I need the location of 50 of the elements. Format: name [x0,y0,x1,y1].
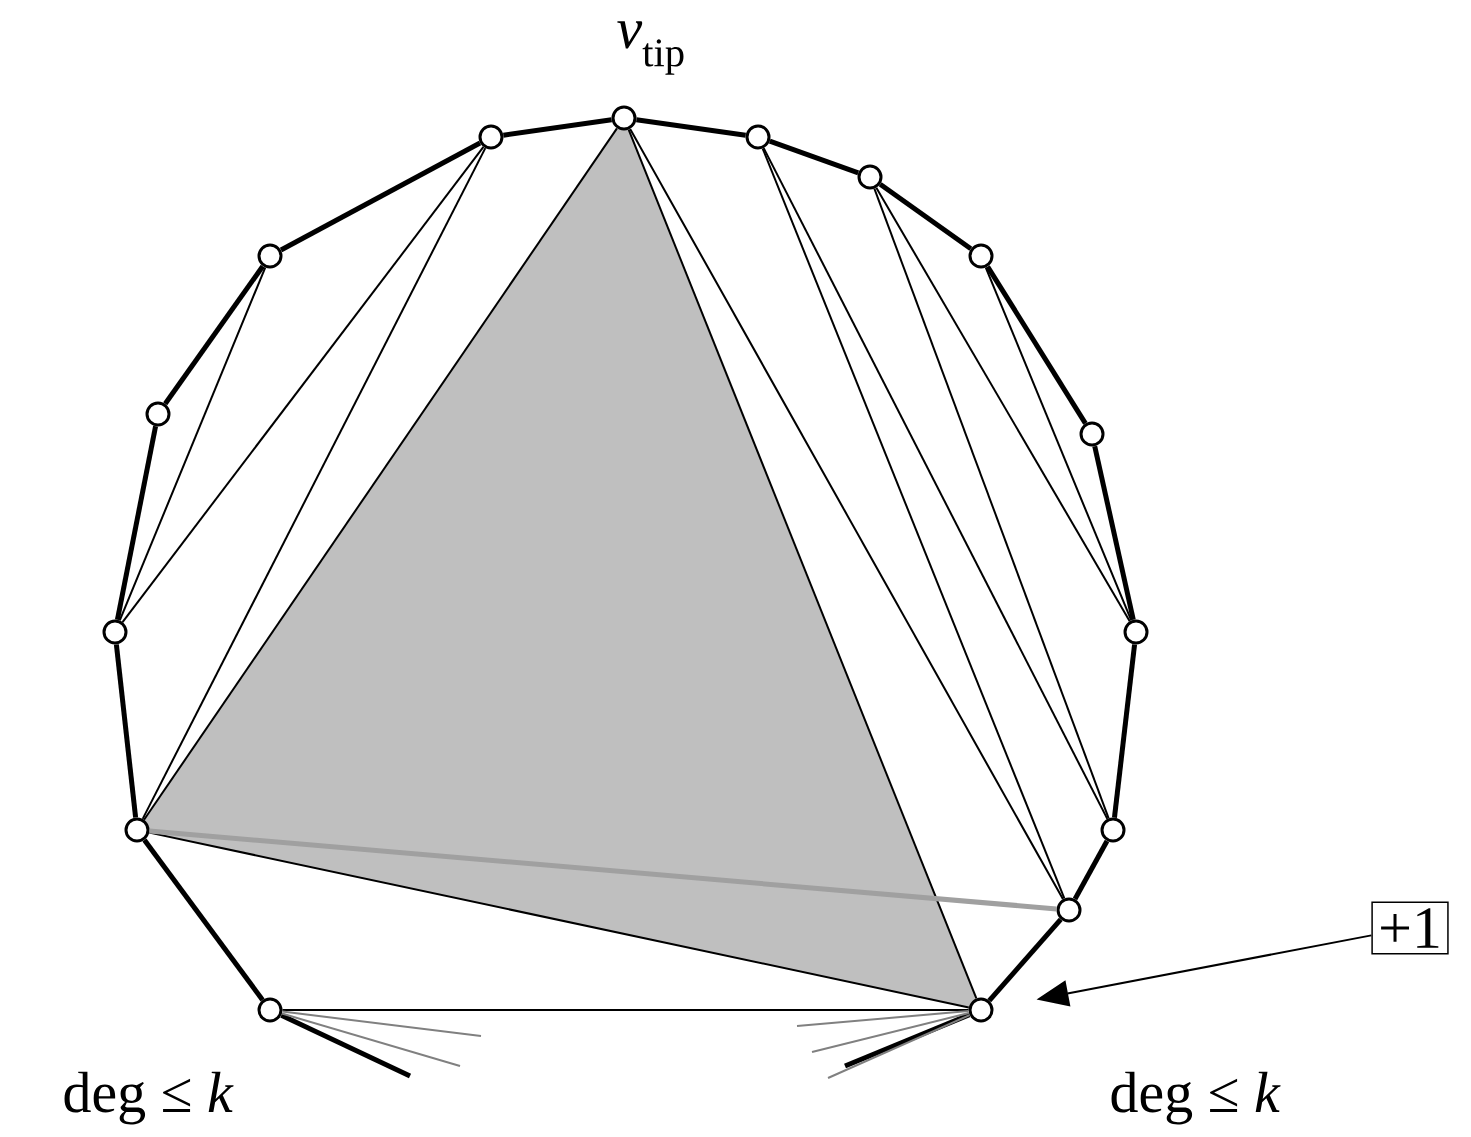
vertex-circle [968,243,994,269]
edge-line [796,1010,970,1027]
vertex-circle [1079,421,1105,447]
edge-line [827,1014,971,1079]
edge-line [503,117,612,138]
vertex-label: deg ≤ k [1111,1071,1281,1125]
edge-line [987,917,1063,1003]
vertex-circle [857,164,883,190]
edge-line [281,1010,482,1037]
edge-line [149,828,1057,912]
vertex-circle [145,401,171,427]
edge-line [279,140,482,253]
edge-line [768,138,860,176]
boxed-label: +1 [1371,901,1449,955]
edge-line [281,1009,970,1011]
edge-line [762,147,1109,820]
edge-line [281,1012,461,1067]
edge-line [636,117,746,138]
vertex-circle [1123,619,1149,645]
edge-line [1072,839,1110,901]
edge-line [875,186,1131,623]
vertex-label: deg ≤ k [64,1071,234,1125]
edge-line [1111,644,1138,818]
vertex-circle [1056,897,1082,923]
vertex-circle [102,619,128,645]
vertex-circle [745,124,771,150]
edge-line [761,147,1066,900]
edge-line [143,127,618,821]
edge-line [113,644,139,818]
edge-line [985,265,1088,425]
edge-line [280,1013,412,1079]
edge-line [844,1012,971,1069]
edge-line [121,145,485,624]
edge-line [878,182,973,251]
edge-line [142,838,265,1002]
edge-line [811,1012,970,1053]
vertex-circle [478,124,504,150]
edge-line [114,425,159,621]
vertex-circle [124,817,150,843]
vertex-circle [1100,817,1126,843]
edge-line [627,128,978,1000]
edge-line [873,187,1110,820]
edge-line [984,266,1133,622]
edge-line [141,147,487,820]
vertex-label: v$_{tip}$ [617,21,684,75]
edge-line [118,266,267,622]
edge-line [1092,445,1136,621]
edge-line [163,264,265,406]
edge-line [629,127,1064,901]
vertex-circle [257,243,283,269]
